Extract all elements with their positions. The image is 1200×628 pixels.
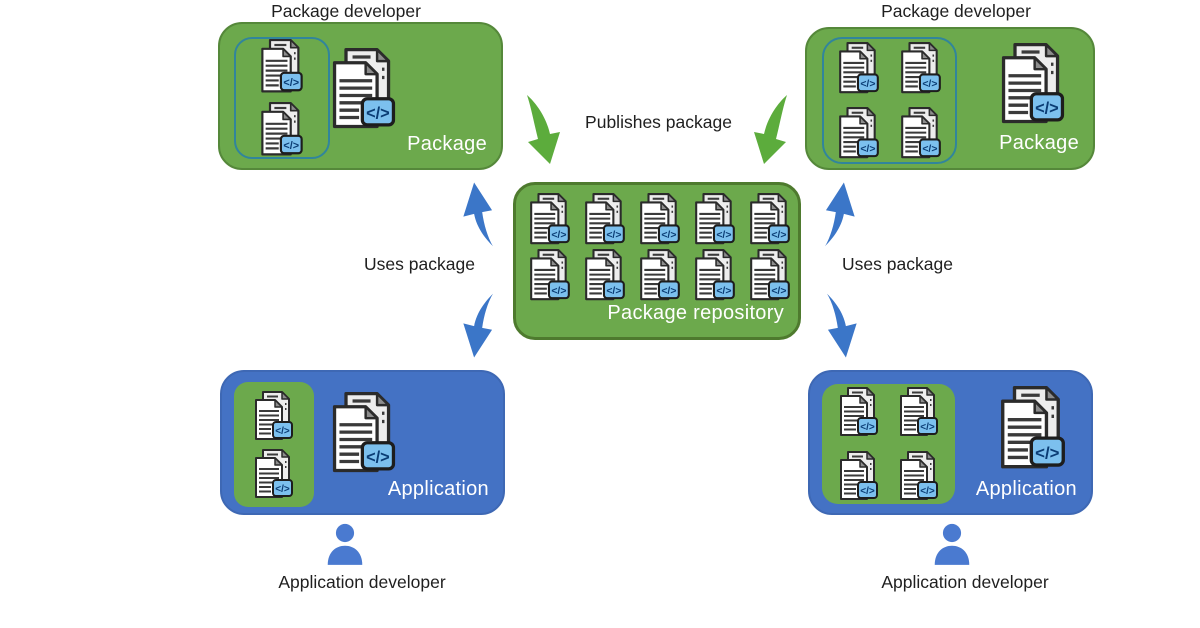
publish-label: Publishes package — [585, 112, 732, 132]
package-files-group-right: </> </> </> </> — [822, 37, 957, 164]
code-file-icon: </> — [332, 392, 396, 473]
code-file-icon: </> — [695, 193, 735, 245]
code-file-icon: </> — [900, 41, 941, 93]
package-box-right: </> </> </> </> — [805, 27, 1095, 170]
code-file-icon: </> — [332, 48, 396, 129]
uses-arrow-up-right-icon — [825, 182, 855, 247]
code-file-icon: </> — [640, 193, 680, 245]
svg-text:</>: </> — [551, 286, 566, 297]
code-file-icon: </> — [750, 249, 790, 301]
svg-text:</>: </> — [366, 448, 390, 466]
code-file-icon: </> — [530, 249, 570, 301]
person-icon-left — [327, 523, 363, 565]
package-box-left: </> </> </> Package — [218, 22, 503, 170]
package-developer-title-left: Package developer — [271, 1, 421, 21]
code-file-icon: </> — [899, 387, 938, 436]
package-files-group-left: </> </> — [234, 37, 330, 159]
svg-text:</>: </> — [283, 140, 299, 152]
code-file-icon: </> — [838, 41, 879, 93]
package-label-left: Package — [407, 133, 487, 155]
package-repository-box: </> </> </> </> — [513, 182, 801, 340]
svg-text:</>: </> — [606, 230, 621, 241]
uses-label-left: Uses package — [364, 254, 475, 274]
package-file-large-left: </> — [328, 48, 400, 130]
code-file-icon: </> — [750, 193, 790, 245]
code-file-icon: </> — [839, 387, 878, 436]
code-file-icon: </> — [640, 249, 680, 301]
code-file-icon: </> — [255, 390, 293, 440]
application-developer-title-right: Application developer — [881, 572, 1049, 592]
application-packages-group-left: </> </> — [234, 382, 314, 507]
package-file-large-right: </> — [997, 43, 1069, 125]
uses-arrow-down-left-icon — [463, 293, 493, 358]
svg-text:</>: </> — [275, 484, 290, 495]
code-file-icon: </> — [255, 448, 293, 498]
svg-text:</>: </> — [771, 230, 786, 241]
application-developer-title-left: Application developer — [278, 572, 446, 592]
svg-text:</>: </> — [606, 286, 621, 297]
uses-label-right: Uses package — [842, 254, 953, 274]
svg-text:</>: </> — [283, 77, 299, 89]
code-file-icon: </> — [695, 249, 735, 301]
code-file-icon: </> — [530, 193, 570, 245]
svg-text:</>: </> — [860, 422, 875, 433]
code-file-icon: </> — [585, 249, 625, 301]
publish-arrow-right-icon — [754, 95, 787, 164]
code-file-icon: </> — [838, 107, 879, 159]
svg-text:</>: </> — [661, 230, 676, 241]
person-icon-right — [934, 523, 970, 565]
application-box-right: </> </> </> </> — [808, 370, 1093, 515]
code-file-icon: </> — [585, 193, 625, 245]
code-file-icon: </> — [261, 39, 303, 93]
package-label-right: Package — [999, 132, 1079, 154]
application-label-left: Application — [387, 478, 489, 500]
code-file-icon: </> — [261, 102, 303, 156]
svg-text:</>: </> — [920, 486, 935, 497]
svg-text:</>: </> — [1035, 99, 1059, 117]
package-developer-title-right: Package developer — [881, 1, 1031, 21]
svg-text:</>: </> — [551, 230, 566, 241]
svg-text:</>: </> — [1035, 443, 1059, 462]
svg-text:</>: </> — [860, 79, 875, 90]
svg-text:</>: </> — [922, 79, 937, 90]
svg-text:</>: </> — [716, 286, 731, 297]
svg-text:</>: </> — [716, 230, 731, 241]
publish-arrow-left-icon — [527, 95, 560, 164]
code-file-icon: </> — [1001, 43, 1065, 124]
code-file-icon: </> — [839, 451, 878, 500]
svg-text:</>: </> — [920, 422, 935, 433]
svg-text:</>: </> — [275, 426, 290, 437]
svg-text:</>: </> — [860, 486, 875, 497]
repository-label: Package repository — [607, 302, 784, 324]
application-box-left: </> </> </> Application — [220, 370, 505, 515]
svg-text:</>: </> — [860, 144, 875, 155]
code-file-icon: </> — [899, 451, 938, 500]
application-label-right: Application — [975, 478, 1077, 500]
svg-text:</>: </> — [366, 104, 390, 122]
application-file-large-right: </> — [996, 386, 1070, 470]
code-file-icon: </> — [1001, 386, 1065, 469]
application-packages-group-right: </> </> </> </> — [822, 384, 955, 504]
code-file-icon: </> — [900, 107, 941, 159]
uses-arrow-up-left-icon — [463, 182, 493, 247]
application-file-large-left: </> — [328, 392, 400, 474]
svg-text:</>: </> — [922, 144, 937, 155]
uses-arrow-down-right-icon — [827, 293, 857, 358]
repository-files-grid: </> </> </> </> — [527, 193, 793, 302]
svg-text:</>: </> — [771, 286, 786, 297]
svg-text:</>: </> — [661, 286, 676, 297]
